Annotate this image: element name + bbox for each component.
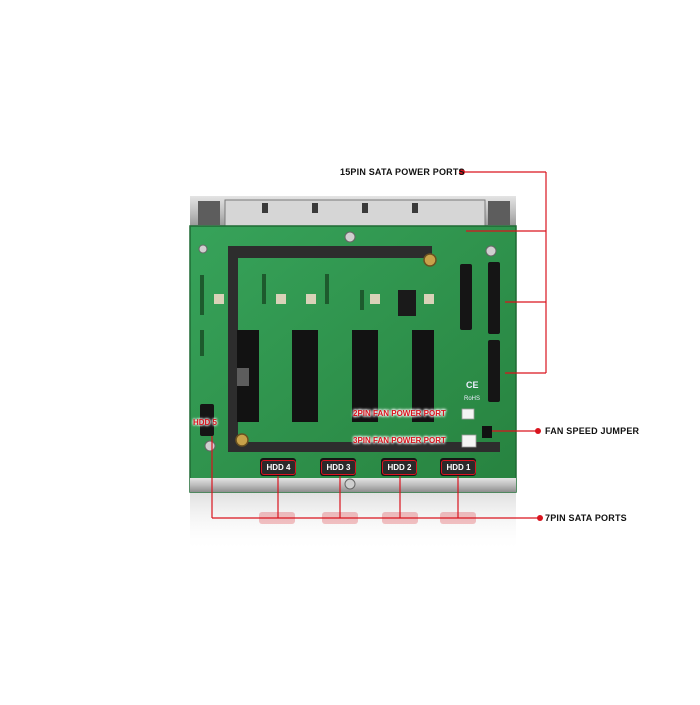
hdd-port-tag: HDD 4 <box>261 460 296 475</box>
hdd-port-tag: HDD 1 <box>441 460 476 475</box>
svg-text:CE: CE <box>466 380 479 390</box>
fan-2pin-label: 2PIN FAN POWER PORT <box>353 409 446 418</box>
fan-jumper-callout: FAN SPEED JUMPER <box>545 426 640 436</box>
hdd-port-tag: HDD 2 <box>382 460 417 475</box>
hdd-port-tag: HDD 3 <box>321 460 356 475</box>
callout-dots <box>459 169 543 521</box>
fan-3pin-label: 3PIN FAN POWER PORT <box>353 436 446 445</box>
svg-text:RoHS: RoHS <box>464 396 480 402</box>
callout-lines <box>211 171 547 519</box>
sata-power-callout: 15PIN SATA POWER PORTS <box>340 167 465 177</box>
sata-ports-callout: 7PIN SATA PORTS <box>545 513 627 523</box>
chassis-top <box>190 196 516 230</box>
hdd5-label: HDD 5 <box>193 418 218 427</box>
floor-reflection <box>190 492 516 552</box>
pcb-board: CE RoHS <box>189 225 517 493</box>
